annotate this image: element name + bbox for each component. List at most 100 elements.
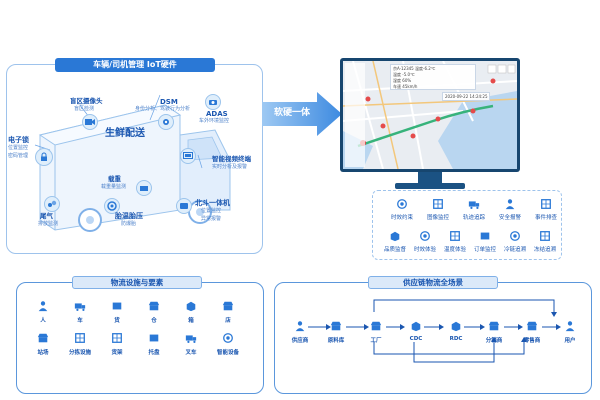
feature2-label-5: 冻结追溯 — [533, 247, 556, 253]
arrow-shape — [262, 92, 342, 136]
supply-chain-label-0: 供应商 — [291, 338, 309, 344]
supply-chain-icon-1 — [328, 318, 344, 334]
feature-icon-4 — [538, 196, 554, 212]
map-label-0: 京A·12345 温度-6.2℃ — [393, 66, 436, 71]
supply-chain-icon-2 — [368, 318, 384, 334]
beidou-icon — [176, 198, 192, 214]
dsm-camera-icon — [158, 114, 174, 130]
video-terminal-icon — [180, 148, 196, 164]
feature2-icon-3 — [477, 228, 493, 244]
logistics-label-5: 店 — [225, 318, 231, 324]
logistics2-icon-1 — [72, 330, 88, 346]
feature-icon-0 — [394, 196, 410, 212]
item-beidou-sub2: 异常报警 — [201, 216, 222, 222]
supply-chain-label-2: 工厂 — [370, 338, 382, 344]
feature2-icon-2 — [447, 228, 463, 244]
logistics-icon-2 — [109, 298, 125, 314]
feature2-icon-1 — [417, 228, 433, 244]
item-video-sub: 实时分析及报警 — [212, 164, 248, 170]
item-weight-sub: 载重量监测 — [101, 184, 127, 190]
item-weight-title: 载重 — [108, 175, 121, 183]
logistics-label-1: 车 — [77, 318, 83, 324]
logistics-icon-5 — [220, 298, 236, 314]
feature2-icon-4 — [507, 228, 523, 244]
center-label: 生鲜配送 — [105, 128, 145, 139]
logistics2-icon-2 — [109, 330, 125, 346]
logistics-icon-1 — [72, 298, 88, 314]
supply-chain-label-3: CDC — [409, 336, 423, 342]
feature-icon-3 — [502, 196, 518, 212]
weight-icon — [136, 180, 152, 196]
truck-illustration — [34, 94, 231, 232]
feature2-label-1: 时效体验 — [413, 247, 436, 253]
logistics2-icon-3 — [146, 330, 162, 346]
feature2-label-4: 冷链追溯 — [503, 247, 526, 253]
supply-chain-label-6: 零售商 — [523, 338, 541, 344]
logistics-label-0: 人 — [40, 318, 46, 324]
item-dsm-sub: 身份分析、驾驶行为分析 — [135, 106, 191, 112]
supply-chain-icon-3 — [408, 318, 424, 334]
supply-chain-icon-5 — [486, 318, 502, 334]
item-adas-title: ADAS — [206, 110, 228, 118]
feature-label-3: 安全报警 — [498, 215, 521, 221]
item-camera-sub: 盲区检测 — [74, 106, 95, 112]
camera-icon — [82, 114, 98, 130]
iot-panel-title: 车辆/司机管理 IoT硬件 — [55, 58, 215, 72]
item-dsm-title: DSM — [160, 98, 178, 106]
features-panel — [372, 190, 562, 260]
feature-icon-1 — [430, 196, 446, 212]
item-lock-title: 电子锁 — [8, 136, 29, 144]
supply-chain-title: 供应链物流全场景 — [368, 276, 498, 289]
map-timestamp: 2020-09-22 14:24:25 — [442, 92, 491, 101]
feature-label-4: 事件排查 — [534, 215, 557, 221]
logistics2-label-0: 站场 — [37, 350, 49, 356]
item-tire-sub: 防爆胎 — [121, 221, 137, 227]
supply-chain-flow — [308, 299, 561, 363]
monitor-neck — [418, 172, 442, 184]
exhaust-icon — [44, 196, 60, 212]
item-lock-sub2: 密码管理 — [8, 153, 29, 159]
item-tire-title: 胎温胎压 — [115, 212, 143, 220]
logistics-title: 物流设施与要素 — [72, 276, 202, 289]
feature-label-1: 图像监控 — [426, 215, 449, 221]
supply-chain-label-7: 用户 — [564, 338, 576, 344]
item-exhaust-title: 尾气 — [40, 212, 53, 220]
item-adas-sub: 车外环境监控 — [199, 118, 230, 124]
logistics-label-4: 箱 — [188, 318, 194, 324]
item-camera-title: 盲区摄像头 — [70, 97, 103, 105]
logistics-icon-3 — [146, 298, 162, 314]
feature2-label-0: 品质监督 — [383, 247, 406, 253]
lock-icon — [35, 148, 53, 166]
feature2-label-3: 订单监控 — [473, 247, 496, 253]
feature-label-2: 轨迹追踪 — [462, 215, 485, 221]
monitor-base — [395, 183, 465, 189]
map-label-1: 温度 -5.0℃ — [393, 72, 415, 77]
logistics2-icon-0 — [35, 330, 51, 346]
map-label-3: 车速 45km/h — [393, 84, 418, 89]
map-info-box: 京A·12345 温度-6.2℃ 温度 -5.0℃ 湿度 60% 车速 45km… — [390, 64, 476, 90]
supply-chain-label-1: 原料库 — [327, 338, 345, 344]
supply-chain-icon-4 — [448, 318, 464, 334]
supply-chain-icon-7 — [562, 318, 578, 334]
item-beidou-title: 北斗一体机 — [195, 199, 230, 207]
logistics2-icon-5 — [220, 330, 236, 346]
logistics2-label-3: 托盘 — [148, 350, 160, 356]
feature-icon-2 — [466, 196, 482, 212]
supply-chain-label-4: RDC — [449, 336, 463, 342]
logistics2-label-4: 叉车 — [185, 350, 197, 356]
logistics2-icon-4 — [183, 330, 199, 346]
item-video-title: 智能视频终端 — [212, 155, 251, 163]
map-label-2: 湿度 60% — [393, 78, 412, 83]
item-beidou-sub1: 位置监控 — [201, 208, 222, 214]
supply-chain-label-5: 分销商 — [485, 338, 503, 344]
supply-chain-icon-0 — [292, 318, 308, 334]
supply-chain-icon-6 — [524, 318, 540, 334]
feature2-icon-5 — [537, 228, 553, 244]
feature2-label-2: 温度体验 — [443, 247, 466, 253]
arrow-label: 软硬一体 — [274, 108, 311, 118]
feature-label-0: 时效约束 — [390, 215, 413, 221]
tire-icon — [104, 198, 120, 214]
feature2-icon-0 — [387, 228, 403, 244]
adas-icon — [205, 94, 221, 110]
logistics-label-2: 货 — [114, 318, 120, 324]
